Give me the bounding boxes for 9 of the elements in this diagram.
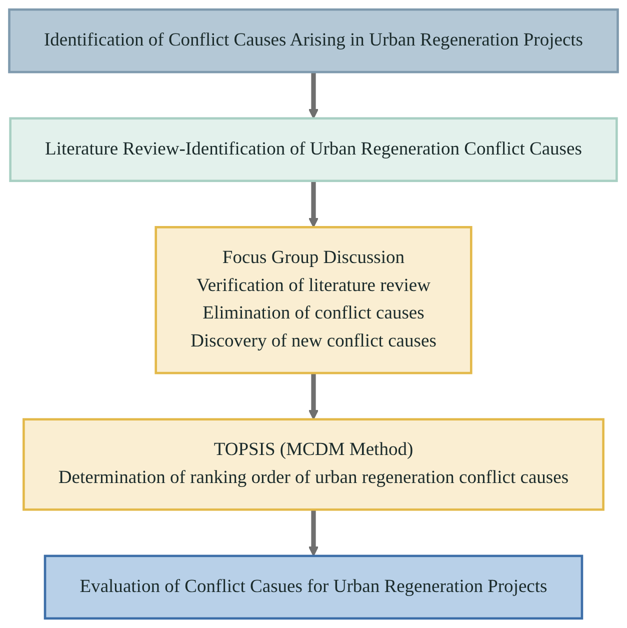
arrow bbox=[308, 180, 319, 228]
node-box: Evaluation of Conflict Casues for Urban Regeneration Projects bbox=[44, 554, 584, 620]
node-box: Focus Group Discussion Verification of literature review Elimination of conflict causes Discovery of new conflict causes bbox=[154, 226, 472, 374]
node-box: TOPSIS (MCDM Method) Determination of ranking order of urban regeneration conflict causes bbox=[22, 418, 604, 511]
arrow bbox=[308, 373, 319, 420]
node-box: Literature Review-Identification of Urban Regeneration Conflict Causes bbox=[9, 117, 618, 182]
arrow bbox=[308, 510, 319, 556]
arrow bbox=[308, 72, 319, 119]
node-box: Identification of Conflict Causes Arising in Urban Regeneration Projects bbox=[8, 8, 619, 74]
